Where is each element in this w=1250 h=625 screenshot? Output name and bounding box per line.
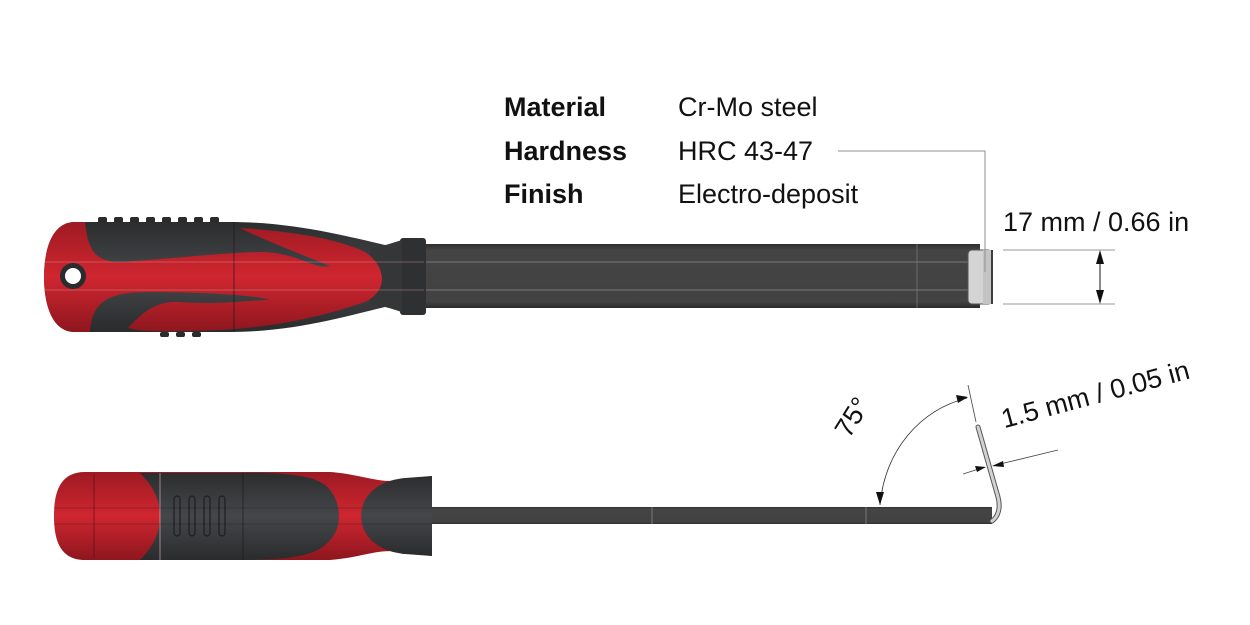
bottom-handle-grip <box>140 472 339 560</box>
spec-label: Hardness <box>504 136 628 166</box>
spec-label: Finish <box>504 179 584 209</box>
spec-value: HRC 43-47 <box>678 136 814 166</box>
spec-value: Cr-Mo steel <box>678 92 818 122</box>
spec-value: Electro-deposit <box>678 179 859 209</box>
bottom-view <box>54 384 1059 560</box>
top-shaft <box>424 244 980 308</box>
tip-width-label: 17 mm / 0.66 in <box>1003 207 1190 237</box>
top-handle-red <box>44 222 382 332</box>
top-view <box>44 150 1115 337</box>
spec-label: Material <box>504 92 607 122</box>
bottom-shaft <box>432 507 992 524</box>
